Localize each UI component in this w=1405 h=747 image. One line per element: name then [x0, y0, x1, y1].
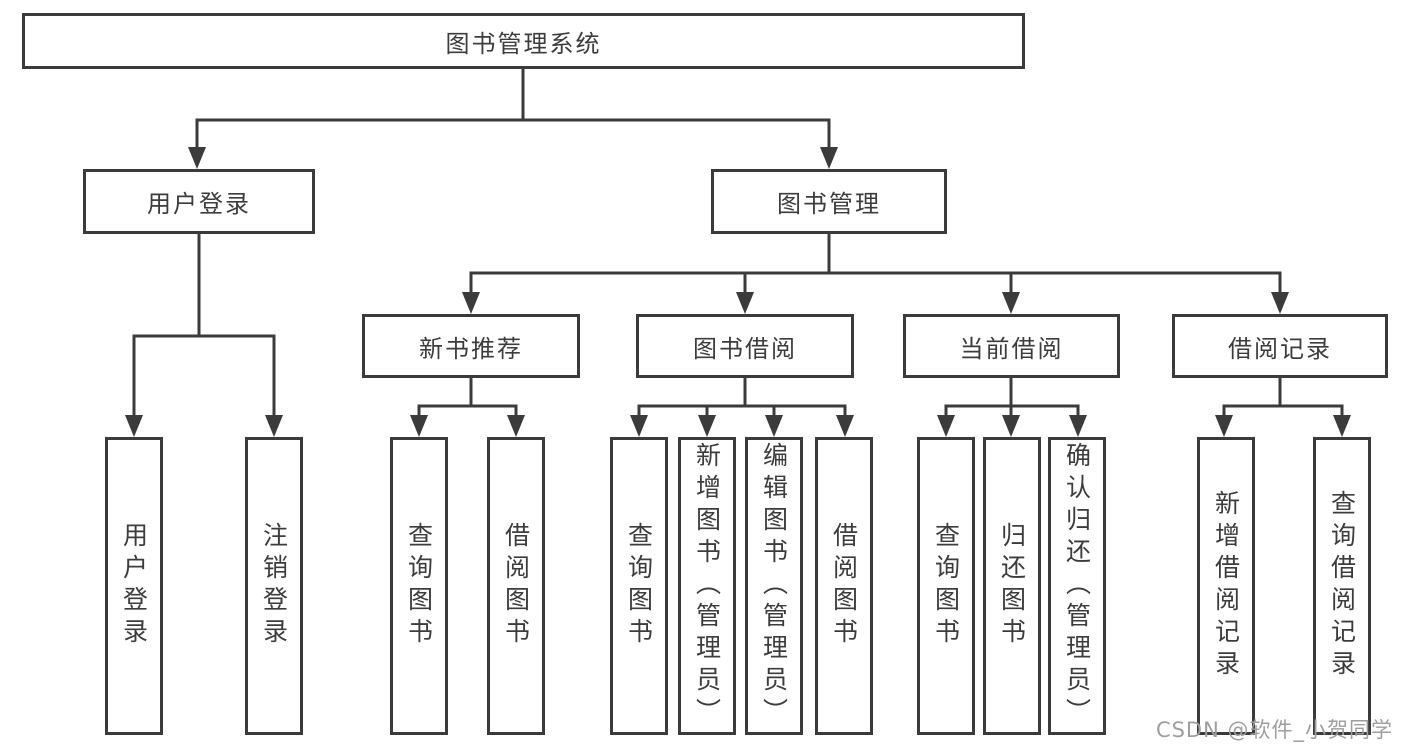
node-leaf-logout: 注销登录 [245, 437, 303, 735]
node-leaf-query-books-1: 查询图书 [390, 437, 448, 735]
node-leaf-add-book-admin: 新增图书（管理员） [678, 437, 736, 735]
node-leaf-user-login: 用户登录 [105, 437, 163, 735]
arrowhead-down-icon [1002, 292, 1020, 314]
node-leaf-edit-book-admin: 编辑图书（管理员） [745, 437, 803, 735]
arrowhead-down-icon [1002, 415, 1020, 437]
node-current-borrowing: 当前借阅 [903, 314, 1120, 378]
node-leaf-confirm-return-admin: 确认归还（管理员） [1048, 437, 1106, 735]
node-book-management: 图书管理 [711, 169, 947, 234]
arrowhead-down-icon [765, 415, 783, 437]
arrowhead-down-icon [462, 292, 480, 314]
node-root: 图书管理系统 [22, 13, 1025, 69]
node-borrowing-records: 借阅记录 [1172, 314, 1388, 378]
arrowhead-down-icon [1333, 415, 1351, 437]
arrowhead-down-icon [698, 415, 716, 437]
arrowhead-down-icon [630, 415, 648, 437]
arrowhead-down-icon [125, 415, 143, 437]
node-leaf-query-borrow-record: 查询借阅记录 [1313, 437, 1371, 735]
arrowhead-down-icon [188, 147, 206, 169]
arrowhead-down-icon [937, 415, 955, 437]
node-user-login: 用户登录 [83, 169, 315, 234]
arrowhead-down-icon [736, 292, 754, 314]
node-leaf-query-books-3: 查询图书 [917, 437, 975, 735]
node-leaf-borrow-books-1: 借阅图书 [487, 437, 545, 735]
arrowhead-down-icon [410, 415, 428, 437]
node-leaf-query-books-2: 查询图书 [610, 437, 668, 735]
arrowhead-down-icon [820, 147, 838, 169]
arrowhead-down-icon [1215, 415, 1233, 437]
node-leaf-return-book: 归还图书 [983, 437, 1041, 735]
arrowhead-down-icon [507, 415, 525, 437]
node-book-borrowing: 图书借阅 [636, 314, 854, 378]
arrowhead-down-icon [1069, 415, 1087, 437]
node-new-book-recommend: 新书推荐 [362, 314, 580, 378]
arrowhead-down-icon [836, 415, 854, 437]
node-leaf-add-borrow-record: 新增借阅记录 [1197, 437, 1255, 735]
csdn-watermark: CSDN @软件_小贺同学 [1155, 718, 1393, 742]
arrowhead-down-icon [265, 415, 283, 437]
arrowhead-down-icon [1271, 292, 1289, 314]
node-leaf-borrow-books-2: 借阅图书 [815, 437, 873, 735]
